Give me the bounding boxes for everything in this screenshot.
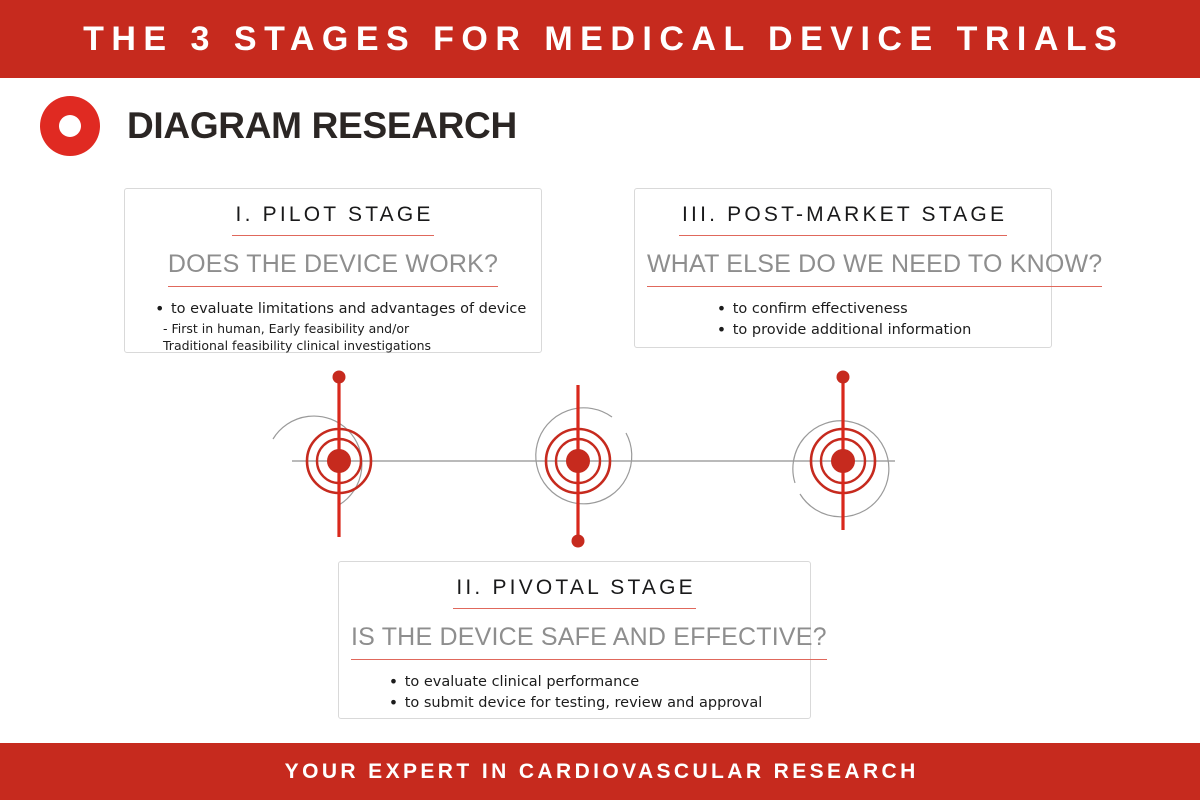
list-item: to evaluate limitations and advantages o… <box>153 298 529 320</box>
outer-ring-gray-icon <box>535 407 633 505</box>
stage-subtitle-pivotal: IS THE DEVICE SAFE AND EFFECTIVE? <box>351 623 827 660</box>
pivotal-stage-marker <box>535 385 633 548</box>
target-center-dot-icon <box>327 449 351 473</box>
pilot-stage-marker <box>272 370 373 537</box>
stage-bullet-list-pivotal: to evaluate clinical performance to subm… <box>387 671 763 714</box>
stage-subtitle-postmarket: WHAT ELSE DO WE NEED TO KNOW? <box>647 250 1103 287</box>
brand-name: DIAGRAM RESEARCH <box>127 105 517 146</box>
stage-title-wrap-postmarket: III. POST-MARKET STAGE <box>647 203 1039 236</box>
stem-end-dot <box>571 534 585 548</box>
target-center-dot-icon <box>831 449 855 473</box>
stage-card-pivotal: II. PIVOTAL STAGE IS THE DEVICE SAFE AND… <box>338 561 827 719</box>
stage-subtitle-wrap-pilot: DOES THE DEVICE WORK? <box>137 250 529 287</box>
stage-title-pilot: I. PILOT STAGE <box>232 203 434 236</box>
ring-logo-hole <box>59 115 81 137</box>
stage-subtitle-wrap-pivotal: IS THE DEVICE SAFE AND EFFECTIVE? <box>351 623 827 660</box>
outer-ring-gray-icon <box>792 420 890 518</box>
stage-subnote-pilot-2: Traditional feasibility clinical investi… <box>163 338 432 353</box>
header-banner: THE 3 STAGES FOR MEDICAL DEVICE TRIALS <box>0 0 1200 78</box>
stage-bullet-list-postmarket: to confirm effectiveness to provide addi… <box>715 298 972 341</box>
stage-subnote-pilot-1: - First in human, Early feasibility and/… <box>163 321 410 336</box>
stem-end-dot <box>332 370 346 384</box>
page-title: THE 3 STAGES FOR MEDICAL DEVICE TRIALS <box>83 19 1125 58</box>
stage-title-postmarket: III. POST-MARKET STAGE <box>678 203 1008 236</box>
list-item: to provide additional information <box>715 319 972 341</box>
stage-title-wrap-pivotal: II. PIVOTAL STAGE <box>351 576 798 609</box>
brand-logo-row: DIAGRAM RESEARCH <box>40 96 517 156</box>
stage-title-pivotal: II. PIVOTAL STAGE <box>453 576 696 609</box>
stage-card-postmarket-inner: III. POST-MARKET STAGE WHAT ELSE DO WE N… <box>635 189 1103 347</box>
list-item: to confirm effectiveness <box>715 298 972 320</box>
stage-card-pivotal-inner: II. PIVOTAL STAGE IS THE DEVICE SAFE AND… <box>339 562 827 718</box>
ring-logo-icon <box>40 96 100 156</box>
footer-banner: YOUR EXPERT IN CARDIOVASCULAR RESEARCH <box>0 743 1200 800</box>
stage-card-postmarket: III. POST-MARKET STAGE WHAT ELSE DO WE N… <box>634 188 1103 348</box>
list-item: to submit device for testing, review and… <box>387 692 763 714</box>
post-market-stage-marker <box>792 370 890 530</box>
footer-tagline: YOUR EXPERT IN CARDIOVASCULAR RESEARCH <box>284 759 919 783</box>
stage-subtitle-wrap-postmarket: WHAT ELSE DO WE NEED TO KNOW? <box>647 250 1103 287</box>
target-center-dot-icon <box>566 449 590 473</box>
stage-title-wrap-pilot: I. PILOT STAGE <box>137 203 529 236</box>
stage-card-pilot-inner: I. PILOT STAGE DOES THE DEVICE WORK? to … <box>125 189 541 353</box>
stage-subtitle-pilot: DOES THE DEVICE WORK? <box>167 250 499 287</box>
stage-bullet-list-pilot: to evaluate limitations and advantages o… <box>153 298 529 320</box>
timeline-diagram <box>272 370 895 548</box>
stem-end-dot <box>836 370 850 384</box>
stage-card-pilot: I. PILOT STAGE DOES THE DEVICE WORK? to … <box>124 188 542 353</box>
list-item: to evaluate clinical performance <box>387 671 763 693</box>
